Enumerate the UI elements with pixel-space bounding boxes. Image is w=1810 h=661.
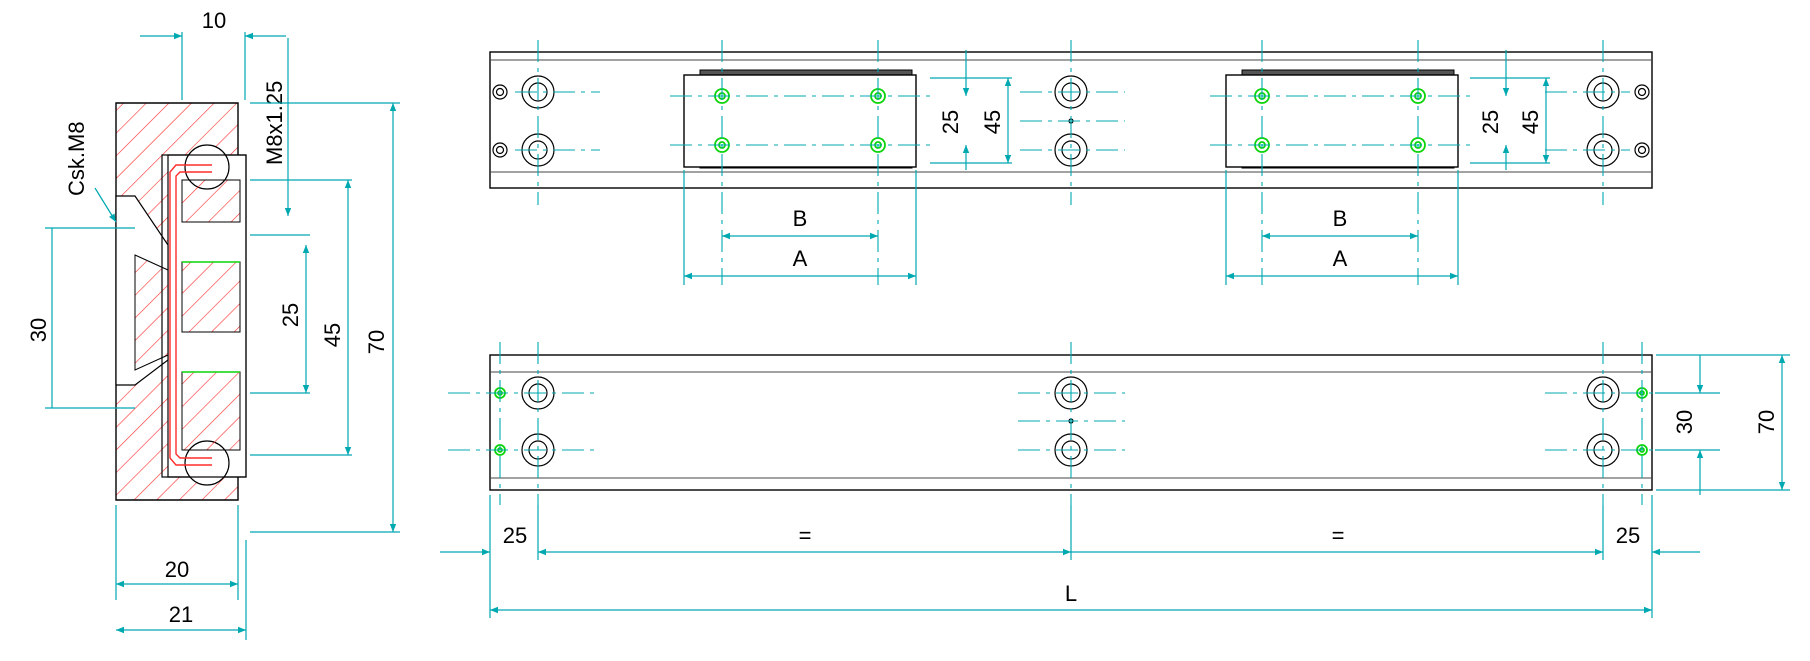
dim-top-A-left: A — [793, 246, 808, 271]
dim-top-A-right: A — [1333, 246, 1348, 271]
section-dimensions: 10 M8x1.25 Csk.M8 30 25 45 70 20 — [26, 8, 400, 640]
carriage-right — [1225, 69, 1459, 169]
dim-bottom-L: L — [1065, 581, 1077, 606]
rail-profile-inner — [175, 171, 212, 459]
dim-bottom-25-right: 25 — [1616, 523, 1640, 548]
dim-top-25-left: 25 — [938, 110, 963, 134]
carriage-left — [683, 69, 917, 169]
carriage-block-2 — [181, 261, 241, 333]
dim-bottom-30: 30 — [1672, 410, 1697, 434]
dim-section-10: 10 — [202, 8, 226, 33]
carriage-block-3 — [181, 371, 241, 451]
section-view — [115, 102, 247, 501]
dim-top-45-right: 45 — [1518, 110, 1543, 134]
dim-top-B-left: B — [793, 206, 808, 231]
section-wedge-hatch — [134, 254, 169, 371]
dim-top-B-right: B — [1333, 206, 1348, 231]
carriage-block-1 — [181, 179, 241, 223]
dim-top-45-left: 45 — [980, 110, 1005, 134]
rail-profile — [169, 164, 212, 466]
dim-bottom-70: 70 — [1754, 410, 1779, 434]
dim-section-20: 20 — [165, 557, 189, 582]
dim-section-45: 45 — [320, 323, 345, 347]
dim-section-30: 30 — [26, 318, 51, 342]
bottom-view: 30 70 25 = = 25 L — [440, 342, 1790, 618]
dim-top-25-right: 25 — [1478, 110, 1503, 134]
thread-label: M8x1.25 — [262, 81, 287, 165]
top-view: 25 45 25 45 B A B A — [489, 40, 1653, 285]
dim-bottom-eq-right: = — [1332, 523, 1345, 548]
countersink-label: Csk.M8 — [64, 121, 89, 196]
section-frame — [161, 154, 247, 478]
dim-section-70: 70 — [364, 330, 389, 354]
dim-bottom-eq-left: = — [799, 523, 812, 548]
top-centerlines — [515, 40, 1630, 285]
dim-section-21: 21 — [169, 602, 193, 627]
dim-section-25: 25 — [278, 303, 303, 327]
dim-bottom-25-left: 25 — [503, 523, 527, 548]
